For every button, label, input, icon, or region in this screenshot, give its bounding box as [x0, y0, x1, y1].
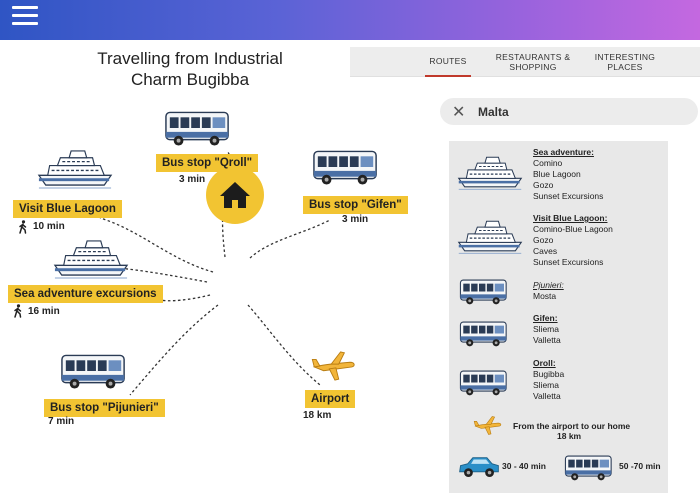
sea-adventure-time: 16 min — [28, 306, 60, 317]
panel-visit-blue-lagoon: Visit Blue Lagoon: Comino-Blue Lagoon Go… — [533, 213, 613, 268]
bus-stop-pijunieri-time: 7 min — [48, 416, 75, 427]
airport-label[interactable]: Airport — [305, 390, 356, 408]
ship-icon — [455, 153, 525, 191]
home-marker — [206, 166, 264, 224]
panel-bus-time: 50 -70 min — [619, 461, 661, 471]
ship-icon — [36, 146, 114, 190]
bus-icon — [459, 277, 509, 306]
panel-lagoon-item: Gozo — [533, 235, 554, 245]
panel-gifen: Gifen: Sliema Valletta — [533, 313, 561, 346]
bus-icon — [60, 350, 128, 392]
panel-sea-heading: Sea adventure: — [533, 147, 594, 157]
panel-sea-item: Sunset Excursions — [533, 191, 604, 201]
airplane-icon — [310, 350, 358, 382]
ship-icon — [52, 236, 130, 280]
panel-sea-item: Comino — [533, 158, 563, 168]
car-icon — [457, 454, 501, 479]
panel-oroll-item: Bugibba — [533, 369, 565, 379]
walking-icon — [18, 220, 28, 234]
panel-sea-adventure: Sea adventure: Comino Blue Lagoon Gozo S… — [533, 147, 603, 202]
bus-icon — [312, 146, 380, 188]
search-bar: ✕ — [440, 98, 698, 125]
close-icon[interactable]: ✕ — [452, 104, 466, 121]
panel-airport-text: From the airport to our home — [513, 421, 631, 431]
tab-restaurants-line1: RESTAURANTS & — [495, 52, 571, 62]
bus-stop-gifen-label[interactable]: Bus stop "Gifen" — [303, 196, 408, 214]
panel-oroll-heading: Oroll: — [533, 358, 556, 368]
sea-adventure-label[interactable]: Sea adventure excursions — [8, 285, 163, 303]
bus-icon — [564, 453, 614, 482]
bus-stop-gifen-time: 3 min — [342, 214, 369, 225]
page-title: Travelling from Industrial Charm Bugibba — [80, 48, 300, 90]
tabs-bar: ROUTES RESTAURANTS &SHOPPING INTERESTING… — [350, 47, 700, 77]
panel-gifen-item: Sliema — [533, 324, 559, 334]
bus-icon — [459, 368, 509, 397]
ship-icon — [455, 217, 525, 255]
search-input[interactable] — [478, 102, 678, 121]
panel-sea-item: Gozo — [533, 180, 554, 190]
routes-panel: Sea adventure: Comino Blue Lagoon Gozo S… — [449, 141, 668, 493]
panel-lagoon-item: Comino-Blue Lagoon — [533, 224, 613, 234]
panel-pijunieri-heading: Pjunieri: — [533, 280, 564, 290]
visit-blue-lagoon-label[interactable]: Visit Blue Lagoon — [13, 200, 122, 218]
tab-routes[interactable]: ROUTES — [425, 47, 471, 77]
panel-gifen-item: Valletta — [533, 335, 561, 345]
tab-interesting-line1: INTERESTING — [594, 52, 656, 62]
bus-icon — [164, 107, 232, 149]
page-title-line2: Charm Bugibba — [130, 70, 250, 89]
panel-airport-distance: 18 km — [557, 431, 582, 441]
panel-sea-item: Blue Lagoon — [533, 169, 581, 179]
airport-distance: 18 km — [303, 410, 332, 421]
bus-stop-roll-label[interactable]: Bus stop "Qroll" — [156, 154, 259, 172]
panel-oroll-item: Valletta — [533, 391, 561, 401]
top-header-bar — [0, 0, 700, 40]
visit-blue-lagoon-time: 10 min — [33, 221, 65, 232]
panel-gifen-heading: Gifen: — [533, 313, 558, 323]
panel-lagoon-item: Sunset Excursions — [533, 257, 604, 267]
house-icon — [220, 182, 250, 208]
hamburger-menu-icon[interactable] — [12, 6, 38, 28]
tab-restaurants-shopping[interactable]: RESTAURANTS &SHOPPING — [490, 47, 576, 77]
page-title-line1: Travelling from Industrial — [97, 49, 283, 68]
panel-lagoon-item: Caves — [533, 246, 558, 256]
tab-restaurants-line2: SHOPPING — [509, 62, 557, 72]
bus-stop-pijunieri-label[interactable]: Bus stop "Pijunieri" — [44, 399, 165, 417]
tab-interesting-line2: PLACES — [607, 62, 643, 72]
bus-icon — [459, 319, 509, 348]
panel-oroll-item: Sliema — [533, 380, 559, 390]
airplane-icon — [473, 415, 503, 436]
bus-stop-roll-time: 3 min — [179, 174, 206, 185]
walking-icon — [13, 304, 23, 318]
panel-pijunieri-item: Mosta — [533, 291, 557, 301]
panel-oroll: Oroll: Bugibba Sliema Valletta — [533, 358, 564, 402]
panel-pijunieri: Pjunieri: Mosta — [533, 280, 564, 302]
route-map — [99, 151, 331, 396]
panel-lagoon-heading: Visit Blue Lagoon: — [533, 213, 608, 223]
panel-car-time: 30 - 40 min — [502, 461, 546, 471]
